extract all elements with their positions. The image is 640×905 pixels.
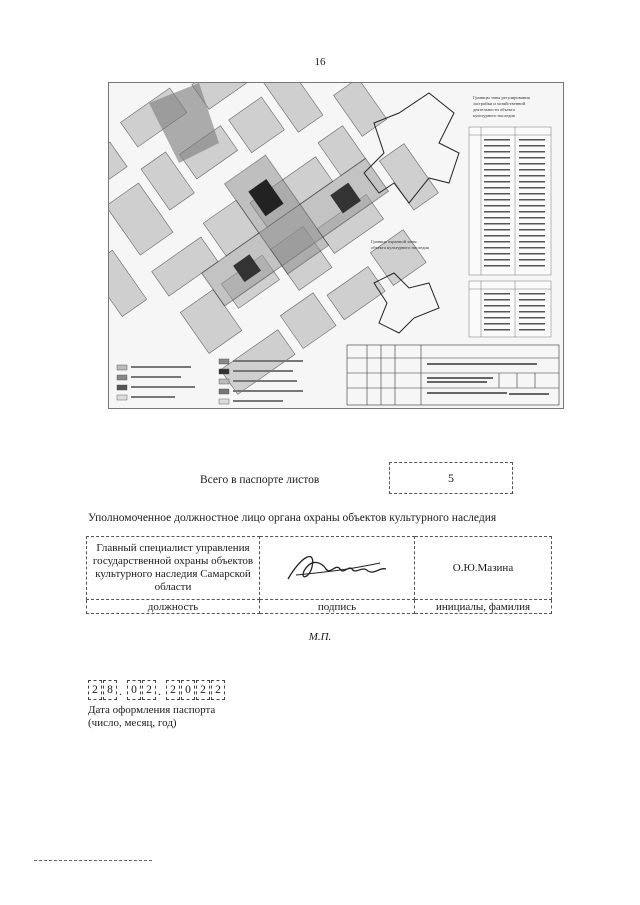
signature-cell bbox=[259, 536, 415, 600]
authority-line: Уполномоченное должностное лицо органа о… bbox=[88, 512, 497, 524]
caption-position: должность bbox=[86, 599, 260, 614]
seal-mark: М.П. bbox=[308, 631, 332, 643]
total-sheets-label: Всего в паспорте листов bbox=[200, 474, 320, 486]
caption-signature: подпись bbox=[259, 599, 415, 614]
date-caption-line: Дата оформления паспорта bbox=[88, 704, 216, 716]
date-digit: 0 bbox=[127, 680, 141, 700]
date-digit: 0 bbox=[181, 680, 195, 700]
handwritten-signature bbox=[287, 555, 387, 579]
svg-text:Границы зоны регулирования: Границы зоны регулирования bbox=[473, 95, 530, 100]
date-separator: . bbox=[158, 684, 161, 698]
total-sheets-value: 5 bbox=[389, 462, 513, 494]
svg-text:застройки и хозяйственной: застройки и хозяйственной bbox=[473, 101, 526, 106]
date-day: 2 8 bbox=[88, 680, 118, 700]
date-digit: 8 bbox=[103, 680, 117, 700]
svg-text:деятельности объекта: деятельности объекта bbox=[473, 107, 515, 112]
date-digit: 2 bbox=[88, 680, 102, 700]
svg-text:объекта культурного наследия: объекта культурного наследия bbox=[371, 245, 429, 250]
signatory-position: Главный специалист управления государств… bbox=[86, 536, 260, 600]
site-plan-image: Границы зоны регулирования застройки и х… bbox=[108, 82, 564, 409]
date-digit: 2 bbox=[166, 680, 180, 700]
date-digit: 2 bbox=[196, 680, 210, 700]
date-year: 2 0 2 2 bbox=[166, 680, 226, 700]
signatory-name: О.Ю.Мазина bbox=[414, 536, 552, 600]
footnote-line bbox=[34, 860, 152, 861]
date-digit: 2 bbox=[211, 680, 225, 700]
date-separator: . bbox=[119, 684, 122, 698]
caption-name: инициалы, фамилия bbox=[414, 599, 552, 614]
svg-text:культурного наследия: культурного наследия bbox=[473, 113, 515, 118]
signature-table: Главный специалист управления государств… bbox=[86, 536, 552, 614]
date-digit: 2 bbox=[142, 680, 156, 700]
date-caption-line: (число, месяц, год) bbox=[88, 717, 177, 729]
date-caption: Дата оформления паспорта (число, месяц, … bbox=[88, 704, 215, 730]
svg-text:Граница охранной зоны: Граница охранной зоны bbox=[371, 239, 417, 244]
date-month: 0 2 bbox=[127, 680, 157, 700]
page-number: 16 bbox=[314, 56, 326, 68]
